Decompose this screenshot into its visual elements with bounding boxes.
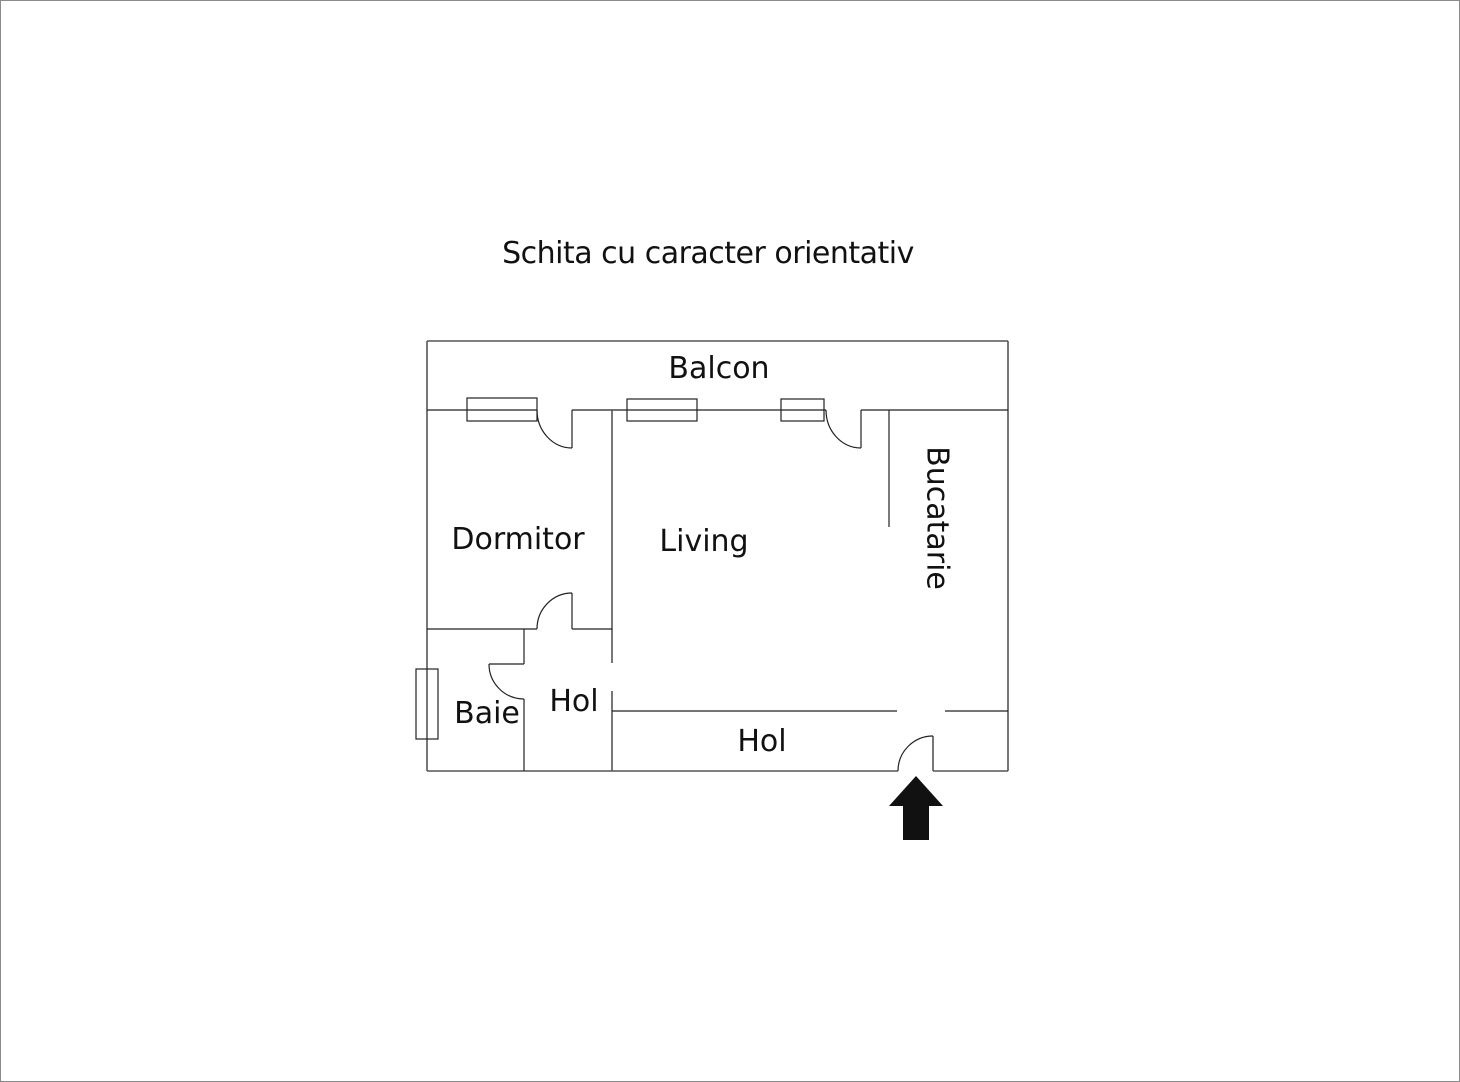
door-living-balcon	[825, 409, 862, 449]
window-living	[626, 398, 698, 422]
window-baie	[415, 668, 439, 740]
room-label-balcon: Balcon	[668, 351, 769, 386]
room-label-bucatarie: Bucatarie	[920, 446, 955, 590]
wall-dormitor-bottom	[427, 592, 612, 630]
arrow-up-icon	[889, 776, 943, 840]
room-label-hol-small: Hol	[549, 684, 598, 719]
plan-title: Schita cu caracter orientativ	[502, 236, 914, 271]
room-label-living: Living	[659, 524, 748, 559]
door-dormitor-balcon	[536, 409, 573, 449]
wall-baie-hol	[488, 629, 525, 771]
entrance-door	[897, 735, 934, 772]
room-label-baie: Baie	[454, 696, 520, 731]
room-label-hol-large: Hol	[737, 724, 786, 759]
outer-walls	[426, 340, 1009, 772]
window-living-2	[780, 398, 825, 422]
room-label-dormitor: Dormitor	[451, 522, 585, 557]
window-dormitor	[466, 397, 538, 422]
